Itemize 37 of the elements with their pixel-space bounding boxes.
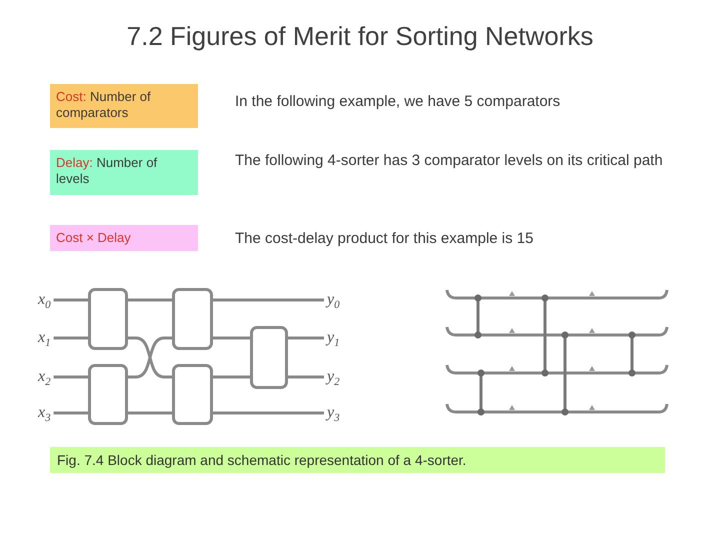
output-label: y$_{1}$ — [327, 329, 340, 352]
comparator-box — [88, 288, 128, 350]
comparator-box — [88, 364, 128, 425]
input-label: x$_{1}$ — [38, 329, 51, 352]
definition-box — [50, 84, 198, 128]
description-text: In the following example, we have 5 comparators — [235, 92, 562, 112]
connector-line — [128, 412, 172, 414]
output-label: y$_{3}$ — [327, 404, 340, 428]
definition-text: Delay: Number of levels — [56, 155, 158, 187]
description-text: The following 4-sorter has 3 comparator levels on its critical path — [235, 151, 664, 171]
slide-title: 7.2 Figures of Merit for Sorting Networks — [126, 20, 594, 52]
connector-line — [54, 412, 88, 414]
comparator-box — [172, 288, 213, 350]
connector-line — [213, 298, 324, 302]
connector-line — [288, 376, 324, 378]
comparator-box — [250, 326, 288, 389]
input-label: x$_{0}$ — [38, 291, 51, 314]
figure-caption: Fig. 7.4 Block diagram and schematic representation of a 4-sorter. — [50, 447, 665, 473]
connector-line — [54, 336, 88, 340]
definition-box — [50, 150, 198, 195]
input-label: x$_{3}$ — [38, 404, 51, 428]
output-label: y$_{0}$ — [327, 291, 340, 314]
connector-line — [128, 298, 172, 302]
connector-line — [213, 412, 324, 414]
definition-text: Cost × Delay — [56, 230, 132, 246]
connector-line — [54, 298, 88, 302]
connector-line — [288, 336, 324, 340]
connector-line — [213, 376, 250, 378]
output-label: y$_{2}$ — [327, 368, 340, 392]
definition-text: Cost: Number of comparators — [56, 89, 152, 121]
connector-line — [54, 376, 88, 378]
definition-box — [50, 225, 198, 251]
description-text: The cost-delay product for this example is 15 — [235, 229, 534, 249]
connector-line — [213, 336, 250, 340]
comparator-box — [172, 364, 213, 425]
input-label: x$_{2}$ — [38, 368, 51, 392]
crossover-lines — [126, 336, 174, 378]
